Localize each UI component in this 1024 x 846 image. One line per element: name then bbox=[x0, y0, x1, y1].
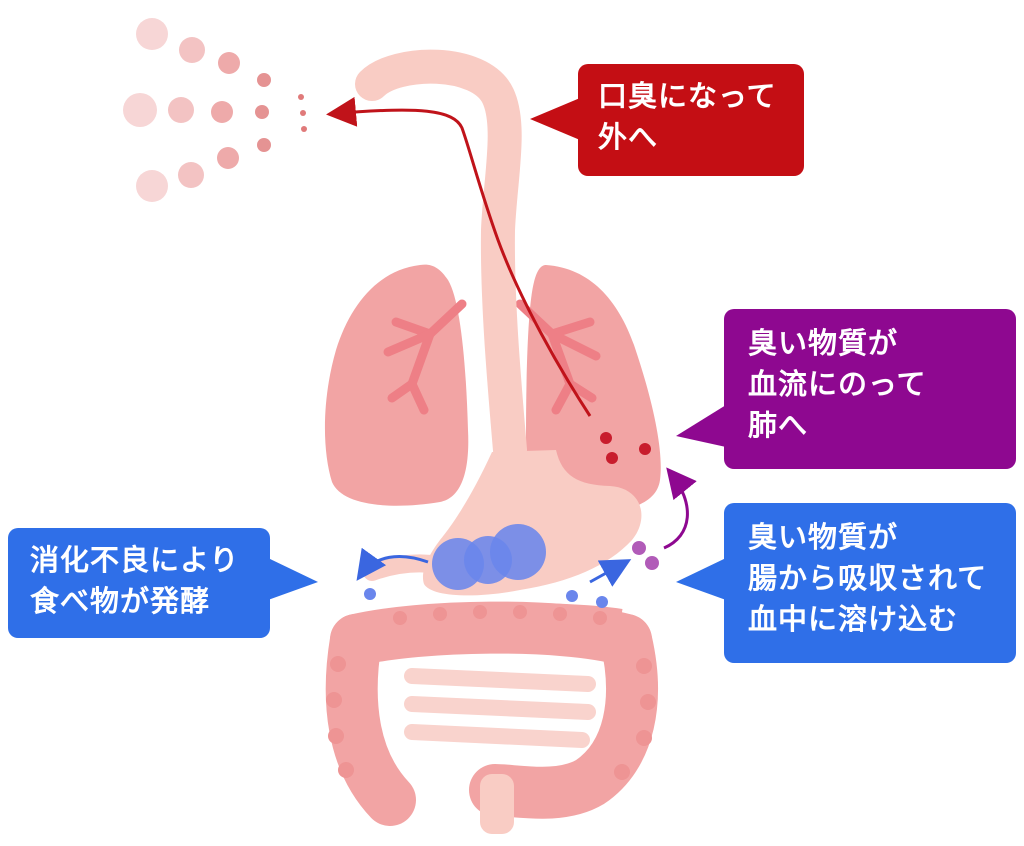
callout-line: 肺へ bbox=[748, 408, 809, 442]
breath-dot bbox=[300, 110, 306, 116]
large-intestine bbox=[325, 601, 658, 834]
odor-particle bbox=[600, 432, 612, 444]
esophagus bbox=[355, 49, 527, 467]
bad-breath-pointer bbox=[530, 98, 580, 140]
breath-dot bbox=[257, 138, 271, 152]
absorption-arrow bbox=[589, 559, 632, 587]
breath-dot bbox=[179, 37, 205, 63]
callout-line: 腸から吸収されて bbox=[748, 561, 988, 595]
breath-dot bbox=[298, 94, 304, 100]
callout-line: 血中に溶け込む bbox=[748, 602, 959, 636]
absorbed-callout: 臭い物質が 腸から吸収されて 血中に溶け込む bbox=[724, 503, 1016, 663]
callout-line: 消化不良により bbox=[30, 543, 240, 577]
gas-bubble bbox=[490, 524, 546, 580]
bloodstream-arrow bbox=[663, 467, 697, 550]
gas-bubbles bbox=[432, 524, 546, 590]
bad-breath-callout: 口臭になって 外へ bbox=[578, 64, 804, 176]
breath-dot bbox=[218, 52, 240, 74]
breath-dot bbox=[168, 97, 194, 123]
breath-dot bbox=[123, 93, 157, 127]
callout-line: 血流にのって bbox=[748, 367, 927, 401]
odor-particle bbox=[606, 452, 618, 464]
absorbed-pointer bbox=[676, 558, 726, 600]
callout-line: 外へ bbox=[598, 120, 659, 154]
callout-line: 食べ物が発酵 bbox=[30, 584, 211, 618]
odor-substance bbox=[632, 541, 646, 555]
left-lung bbox=[324, 264, 469, 506]
intestine-bumps bbox=[326, 605, 656, 780]
breath-path bbox=[326, 96, 651, 464]
odor-particle bbox=[639, 443, 651, 455]
odor-substance bbox=[645, 556, 659, 570]
breath-dot bbox=[301, 126, 307, 132]
breath-dot bbox=[178, 162, 204, 188]
lungs bbox=[324, 264, 661, 513]
to-lungs-callout: 臭い物質が 血流にのって 肺へ bbox=[724, 309, 1016, 469]
breath-path-line bbox=[326, 96, 592, 417]
breath-dot bbox=[255, 105, 269, 119]
callout-line: 口臭になって bbox=[598, 79, 777, 113]
bronchi bbox=[383, 299, 601, 415]
breath-dot bbox=[257, 73, 271, 87]
odor-substance bbox=[364, 588, 376, 600]
breath-dot bbox=[211, 101, 233, 123]
small-intestine-folds bbox=[404, 668, 596, 748]
breath-dots bbox=[123, 18, 307, 202]
fermentation-callout: 消化不良により 食べ物が発酵 bbox=[8, 528, 270, 638]
breath-dot bbox=[136, 170, 168, 202]
callout-line: 臭い物質が bbox=[748, 326, 899, 360]
right-lung bbox=[526, 265, 661, 513]
breath-dot bbox=[136, 18, 168, 50]
fermentation-pointer bbox=[268, 558, 318, 600]
odor-substance bbox=[596, 596, 608, 608]
breath-dot bbox=[217, 147, 239, 169]
flow-arrows bbox=[356, 467, 697, 608]
to-lungs-pointer bbox=[676, 405, 726, 447]
callout-line: 臭い物質が bbox=[748, 520, 899, 554]
odor-substance bbox=[566, 590, 578, 602]
fermentation-arrow bbox=[356, 547, 429, 581]
